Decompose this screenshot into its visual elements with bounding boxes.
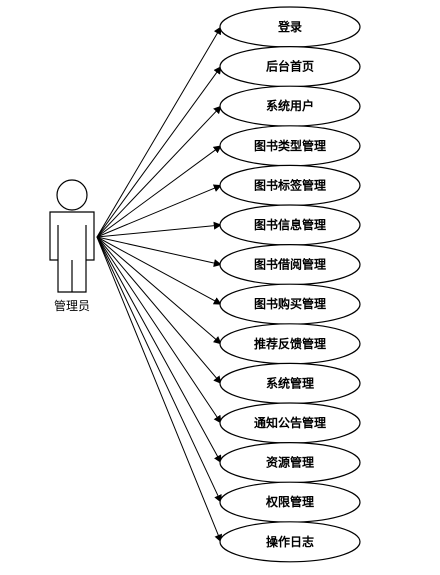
use-case: 操作日志 — [219, 521, 361, 563]
association-line — [96, 236, 222, 424]
association-line — [96, 221, 222, 238]
use-case-label: 权限管理 — [265, 494, 314, 509]
use-case: 通知公告管理 — [219, 402, 361, 444]
associations — [96, 26, 222, 543]
association-line — [96, 184, 222, 238]
association-line — [96, 236, 222, 543]
use-case-label: 系统用户 — [266, 98, 314, 113]
use-case: 系统管理 — [219, 362, 361, 404]
association-line — [96, 26, 222, 238]
use-case: 图书借阅管理 — [219, 244, 361, 286]
use-case-label: 通知公告管理 — [254, 415, 326, 430]
use-case: 后台首页 — [219, 45, 361, 88]
use-case: 图书购买管理 — [219, 283, 361, 325]
use-case: 图书类型管理 — [219, 125, 361, 167]
use-case: 图书标签管理 — [219, 164, 361, 206]
use-case-label: 后台首页 — [266, 59, 314, 74]
use-case: 推荐反馈管理 — [219, 323, 361, 365]
use-case: 权限管理 — [219, 481, 361, 523]
use-cases: 登录后台首页系统用户图书类型管理图书标签管理图书信息管理图书借阅管理图书购买管理… — [219, 6, 361, 563]
association-line — [96, 236, 222, 464]
use-case-label: 图书标签管理 — [254, 177, 326, 192]
association-line — [96, 236, 222, 345]
use-case-label: 图书类型管理 — [254, 138, 326, 153]
association-line — [96, 105, 222, 238]
use-case: 系统用户 — [219, 85, 361, 127]
use-case-label: 图书借阅管理 — [254, 257, 326, 272]
use-case-label: 资源管理 — [266, 455, 314, 470]
use-case-label: 推荐反馈管理 — [254, 336, 326, 351]
association-line — [96, 236, 222, 385]
association-line — [96, 236, 222, 503]
use-case-label: 登录 — [277, 19, 302, 34]
use-case-label: 图书信息管理 — [254, 217, 326, 232]
use-case: 登录 — [219, 6, 361, 48]
actor-body — [49, 211, 95, 293]
use-case: 资源管理 — [219, 442, 361, 484]
association-line — [96, 236, 222, 267]
use-case-label: 图书购买管理 — [254, 296, 326, 311]
use-case-label: 系统管理 — [266, 375, 314, 390]
actor-head — [56, 179, 88, 211]
use-case-label: 操作日志 — [266, 534, 314, 549]
association-line — [96, 145, 222, 238]
actor: 管理员 — [49, 179, 95, 313]
use-case: 图书信息管理 — [219, 204, 361, 246]
association-line — [96, 65, 222, 238]
association-line — [96, 236, 222, 305]
use-case-ellipse — [219, 521, 361, 563]
actor-label: 管理员 — [54, 298, 90, 313]
